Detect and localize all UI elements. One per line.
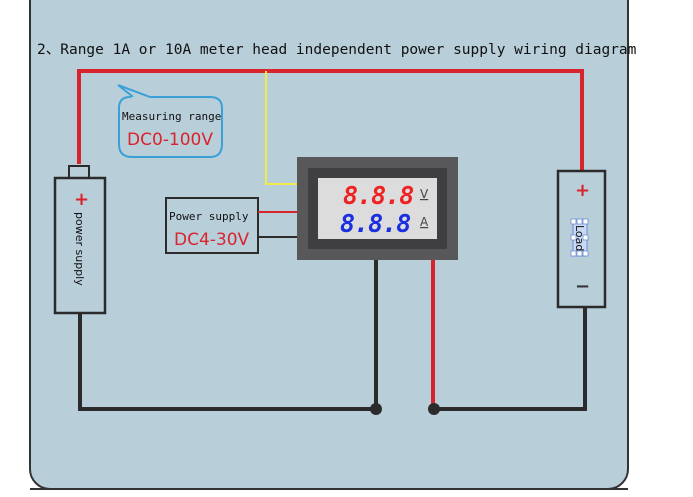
power-supply-title: Power supply — [169, 210, 249, 223]
meter-screen — [318, 178, 437, 239]
current-unit: A — [420, 215, 429, 229]
wire-black-bottom-left — [78, 313, 376, 411]
selection-handle — [570, 250, 577, 257]
selection-handle — [582, 218, 589, 225]
selection-handle — [576, 250, 583, 257]
selection-handle — [570, 234, 577, 241]
junction-right — [428, 403, 440, 415]
left-source-cap — [68, 165, 90, 179]
junction-left — [370, 403, 382, 415]
selection-handle — [582, 250, 589, 257]
wire-red-top — [77, 69, 584, 172]
callout-range: DC0-100V — [127, 130, 213, 150]
power-supply-voltage: DC4-30V — [174, 230, 250, 250]
wire-yellow — [265, 71, 300, 185]
diagram-title: 2、Range 1A or 10A meter head independent… — [37, 42, 637, 58]
left-source-label: power supply — [73, 212, 86, 286]
voltage-unit: V — [420, 187, 429, 201]
right-plus-icon: + — [575, 180, 590, 201]
selection-handle — [570, 218, 577, 225]
right-load-label: Load — [573, 225, 586, 251]
wire-black-bottom-right — [433, 306, 587, 411]
left-plus-icon: + — [74, 189, 89, 210]
callout-bubble — [117, 84, 223, 158]
selection-handle — [582, 234, 589, 241]
right-minus-icon: − — [575, 276, 590, 297]
callout-title: Measuring range — [122, 110, 221, 123]
current-display: 8.8.8 — [340, 209, 410, 238]
voltage-display: 8.8.8 — [343, 181, 413, 210]
selection-handle — [576, 218, 583, 225]
power-supply-box — [165, 197, 259, 254]
